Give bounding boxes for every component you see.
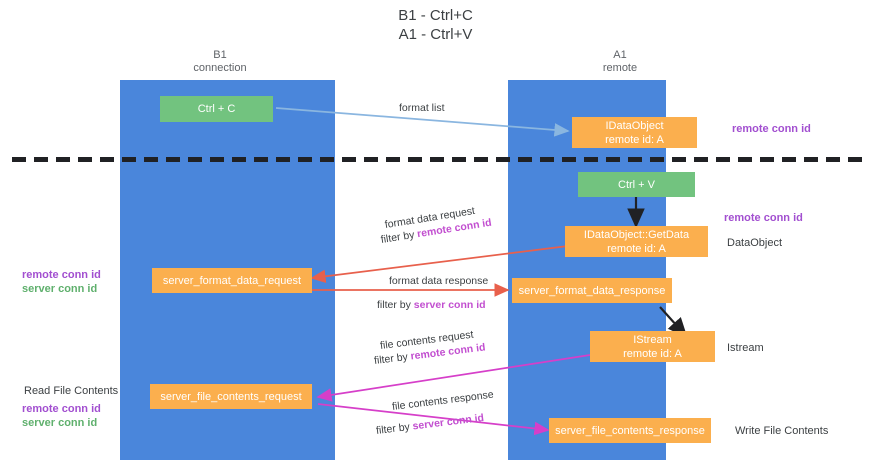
phase-divider: [0, 157, 871, 162]
node-server-format-data-request[interactable]: server_format_data_request: [152, 268, 312, 293]
node-file-resp-label: server_file_contents_response: [555, 424, 705, 437]
node-server-file-contents-request[interactable]: server_file_contents_request: [150, 384, 312, 409]
node-getdata-sub: remote id: A: [607, 242, 666, 255]
annotation-write-file-contents: Write File Contents: [735, 425, 829, 437]
node-ctrl-c[interactable]: Ctrl + C: [160, 96, 273, 122]
filter-key: server conn id: [413, 299, 486, 311]
node-ctrl-c-label: Ctrl + C: [197, 103, 236, 115]
edge-label-format-list: format list: [399, 102, 445, 114]
node-file-req-label: server_file_contents_request: [160, 390, 302, 403]
node-idataobject-label: IDataObject: [605, 119, 664, 132]
column-header-b1-name: B1: [213, 49, 227, 61]
annotation-read-file-contents: Read File Contents: [24, 385, 119, 397]
node-idataobject[interactable]: IDataObject remote id: A: [572, 117, 697, 148]
node-server-file-contents-response[interactable]: server_file_contents_response: [549, 418, 711, 443]
node-istream[interactable]: IStream remote id: A: [590, 331, 715, 362]
column-header-b1: B1 connection: [155, 49, 285, 75]
node-server-format-data-response[interactable]: server_format_data_response: [512, 278, 672, 303]
annotation-mid-remote-conn-id: remote conn id: [724, 211, 803, 225]
annotation-istream: Istream: [727, 342, 764, 354]
title-line-2: A1 - Ctrl+V: [398, 26, 473, 43]
annotation-text: remote conn id: [724, 212, 803, 224]
annotation-left-low-conn-ids: remote conn id server conn id: [22, 402, 101, 430]
edge-label-file-contents-response: file contents response: [391, 388, 495, 414]
edge-label-format-data-response-filter: filter by server conn id: [377, 298, 486, 312]
annotation-dataobject: DataObject: [727, 237, 783, 249]
filter-prefix: filter by: [377, 299, 414, 311]
node-fmt-req-label: server_format_data_request: [162, 274, 302, 287]
node-ctrl-v[interactable]: Ctrl + V: [578, 172, 695, 197]
node-istream-sub: remote id: A: [623, 347, 682, 360]
column-header-a1: A1 remote: [555, 49, 685, 75]
node-getdata-label: IDataObject::GetData: [583, 228, 690, 241]
annotation-top-remote-conn-id: remote conn id: [732, 122, 811, 136]
edge-label-file-contents-response-filter: filter by server conn id: [375, 411, 484, 438]
annotation-remote-conn-id: remote conn id: [22, 403, 101, 415]
page-title: B1 - Ctrl+C A1 - Ctrl+V: [0, 6, 871, 44]
column-header-a1-name: A1: [613, 49, 627, 61]
column-header-b1-sub: connection: [193, 62, 247, 74]
edge-label-format-data-response: format data response: [389, 275, 489, 287]
title-line-1: B1 - Ctrl+C: [398, 7, 473, 24]
annotation-server-conn-id: server conn id: [22, 417, 98, 429]
node-ctrl-v-label: Ctrl + V: [618, 178, 655, 191]
node-idataobject-sub: remote id: A: [605, 133, 664, 146]
column-header-a1-sub: remote: [602, 62, 638, 74]
filter-prefix: filter by: [373, 350, 412, 368]
node-idataobject-getdata[interactable]: IDataObject::GetData remote id: A: [565, 226, 708, 257]
annotation-server-conn-id: server conn id: [22, 283, 98, 295]
node-istream-label: IStream: [633, 333, 672, 346]
node-fmt-resp-label: server_format_data_response: [518, 284, 666, 297]
annotation-text: remote conn id: [732, 123, 811, 135]
filter-prefix: filter by: [375, 420, 414, 438]
annotation-left-mid-conn-ids: remote conn id server conn id: [22, 268, 101, 296]
annotation-remote-conn-id: remote conn id: [22, 269, 101, 281]
filter-key: server conn id: [411, 411, 485, 433]
